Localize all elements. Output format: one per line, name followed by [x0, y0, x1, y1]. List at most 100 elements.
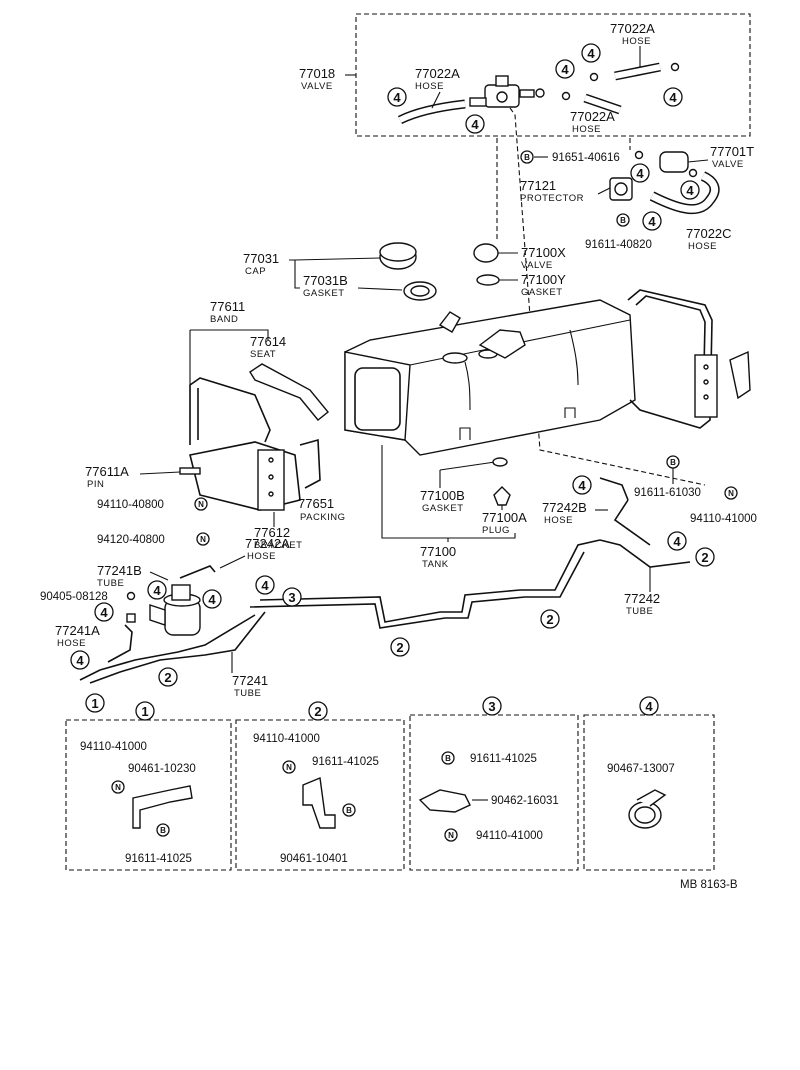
label-77022a-top-name: HOSE	[622, 36, 651, 47]
label-77241b-name: TUBE	[97, 578, 124, 589]
label-77242a: 77242A	[245, 536, 290, 551]
svg-text:4: 4	[587, 46, 595, 61]
detail-box-1: 1 94110-41000 N 90461-10230 B 91611-4102…	[65, 701, 232, 871]
gasket-77100y	[476, 274, 500, 286]
label-77241-name: TUBE	[234, 688, 261, 699]
label-94110-41000: 94110-41000	[690, 513, 757, 525]
fuel-line-77241	[79, 539, 601, 684]
diagram-id: MB 8163-B	[680, 879, 738, 891]
svg-text:4: 4	[471, 117, 479, 132]
svg-text:90462-16031: 90462-16031	[491, 795, 559, 807]
svg-text:4: 4	[645, 699, 653, 714]
label-77100b: 77100B	[420, 488, 465, 503]
label-77022a-left-name: HOSE	[415, 81, 444, 92]
svg-text:B: B	[524, 153, 530, 162]
label-77611a: 77611A	[85, 464, 129, 479]
label-91611-61030: 91611-61030	[634, 487, 701, 499]
label-77121: 77121	[520, 178, 556, 193]
svg-text:4: 4	[561, 62, 569, 77]
label-77031b: 77031B	[303, 273, 348, 288]
label-90405-08128: 90405-08128	[40, 591, 108, 603]
clamp-marker-4: 4 4 4 4 4	[387, 43, 683, 134]
label-77031: 77031	[243, 251, 279, 266]
svg-text:N: N	[200, 535, 206, 544]
label-77611-name: BAND	[210, 314, 238, 325]
label-94110-40800: 94110-40800	[97, 499, 164, 511]
label-77022a-top: 77022A	[610, 21, 655, 36]
label-77100a: 77100A	[482, 510, 527, 525]
label-77701t-name: VALVE	[712, 159, 744, 170]
svg-text:2: 2	[701, 550, 708, 565]
label-77612: 77612	[254, 525, 290, 540]
bracket-77612	[189, 441, 301, 511]
label-77651: 77651	[298, 496, 334, 511]
label-77100x-name: VALVE	[521, 260, 553, 271]
svg-text:94110-41000: 94110-41000	[476, 830, 543, 842]
label-77031-name: CAP	[245, 266, 266, 277]
detail-box-4: 4 90467-13007	[583, 696, 715, 871]
svg-text:90461-10230: 90461-10230	[128, 763, 196, 775]
label-77022a-left: 77022A	[415, 66, 460, 81]
svg-text:4: 4	[208, 592, 216, 607]
label-77100y-name: GASKET	[521, 287, 563, 298]
label-77241b: 77241B	[97, 563, 142, 578]
svg-text:91611-41025: 91611-41025	[312, 756, 379, 768]
svg-text:B: B	[670, 458, 676, 467]
label-77022a-mid-name: HOSE	[572, 124, 601, 135]
label-91651-40616: 91651-40616	[552, 152, 620, 164]
svg-text:2: 2	[396, 640, 403, 655]
label-77022c: 77022C	[686, 226, 732, 241]
label-77242b-name: HOSE	[544, 515, 573, 526]
label-77100x: 77100X	[521, 245, 566, 260]
svg-text:N: N	[448, 831, 454, 840]
label-77242b: 77242B	[542, 500, 587, 515]
svg-text:4: 4	[100, 605, 108, 620]
svg-text:B: B	[620, 216, 626, 225]
svg-text:1: 1	[91, 696, 98, 711]
packing-77651	[299, 438, 321, 489]
detail-box-3: 3 B 91611-41025 90462-16031 N 94110-4100…	[409, 696, 579, 871]
svg-text:2: 2	[314, 704, 321, 719]
svg-text:4: 4	[153, 583, 161, 598]
label-77701t: 77701T	[710, 144, 754, 159]
svg-text:N: N	[728, 489, 734, 498]
label-91611-40820: 91611-40820	[585, 239, 652, 251]
label-77242-name: TUBE	[626, 606, 653, 617]
label-77611: 77611	[210, 299, 245, 314]
svg-text:B: B	[160, 826, 166, 835]
svg-text:4: 4	[673, 534, 681, 549]
svg-text:N: N	[198, 500, 204, 509]
svg-text:91611-41025: 91611-41025	[470, 753, 537, 765]
label-77242a-name: HOSE	[247, 551, 276, 562]
label-77611a-name: PIN	[87, 479, 104, 490]
label-77614-name: SEAT	[250, 349, 276, 360]
svg-text:90461-10401: 90461-10401	[280, 853, 348, 865]
plug-77100a	[493, 486, 511, 506]
label-77031b-name: GASKET	[303, 288, 345, 299]
svg-text:4: 4	[76, 653, 84, 668]
label-77651-name: PACKING	[300, 512, 346, 523]
svg-text:N: N	[115, 783, 121, 792]
svg-text:94110-41000: 94110-41000	[80, 741, 147, 753]
svg-text:4: 4	[669, 90, 677, 105]
svg-text:4: 4	[648, 214, 656, 229]
svg-text:94110-41000: 94110-41000	[253, 733, 320, 745]
label-77242: 77242	[624, 591, 660, 606]
svg-text:1: 1	[141, 704, 148, 719]
label-77241: 77241	[232, 673, 268, 688]
pin-77611a	[179, 467, 201, 475]
label-77241a: 77241A	[55, 623, 100, 638]
label-77241a-name: HOSE	[57, 638, 86, 649]
valve-77100x	[473, 243, 499, 263]
valve-77701t	[659, 151, 689, 173]
svg-text:3: 3	[288, 590, 295, 605]
svg-text:91611-41025: 91611-41025	[125, 853, 192, 865]
label-77022a-mid: 77022A	[570, 109, 615, 124]
tube-77242-upper	[613, 499, 651, 546]
label-77100-name: TANK	[422, 559, 449, 570]
label-77100b-name: GASKET	[422, 503, 464, 514]
svg-text:B: B	[346, 806, 352, 815]
label-77022c-name: HOSE	[688, 241, 717, 252]
label-77100y: 77100Y	[521, 272, 566, 287]
